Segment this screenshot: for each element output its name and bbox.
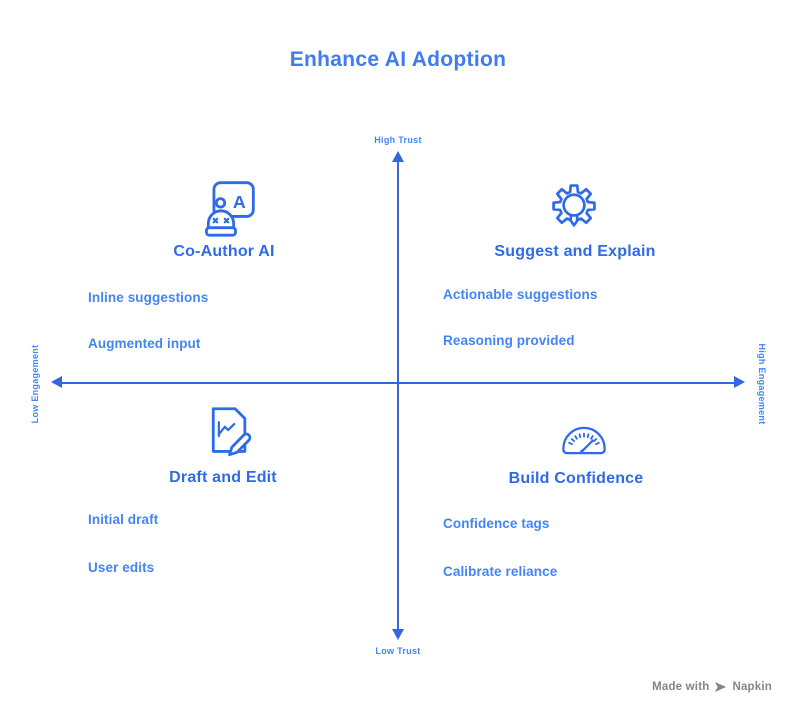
quadrant-title-build-confidence: Build Confidence (508, 470, 644, 487)
vertical-axis-line (397, 161, 399, 631)
quadrant-title-suggest-and-explain: Suggest and Explain (494, 243, 656, 260)
axis-label-low-engagement: Low Engagement (30, 344, 40, 424)
axis-arrow-up-icon (392, 151, 404, 162)
horizontal-axis-line (61, 382, 737, 384)
quadrant-item: Actionable suggestions (443, 287, 598, 302)
letter-a-glyph: A (233, 192, 246, 212)
axis-label-high-engagement: High Engagement (757, 343, 767, 425)
napkin-logo-icon (715, 682, 727, 692)
watermark-prefix: Made with (652, 681, 710, 693)
page-title: Enhance AI Adoption (289, 48, 507, 71)
axis-arrow-right-icon (734, 376, 745, 388)
quadrant-item: Initial draft (88, 512, 159, 527)
axis-label-high-trust: High Trust (374, 135, 422, 145)
axis-arrow-left-icon (51, 376, 62, 388)
quadrant-item: Inline suggestions (88, 290, 209, 305)
quadrant-item: Reasoning provided (443, 333, 575, 348)
document-pencil-icon (211, 407, 252, 457)
axis-arrow-down-icon (392, 629, 404, 640)
ai-presenter-board-icon: A (205, 181, 255, 237)
quadrant-item: Confidence tags (443, 516, 550, 531)
quadrant-title-draft-and-edit: Draft and Edit (169, 469, 277, 486)
quadrant-item: Calibrate reliance (443, 564, 558, 579)
watermark-brand: Napkin (732, 681, 772, 693)
watermark: Made with Napkin (652, 681, 772, 693)
axis-label-low-trust: Low Trust (375, 646, 421, 656)
quadrant-item: User edits (88, 560, 155, 575)
gear-lightbulb-icon (552, 184, 596, 227)
quadrant-title-co-author-ai: Co-Author AI (173, 243, 275, 260)
gauge-icon (562, 426, 606, 455)
quadrant-item: Augmented input (88, 336, 201, 351)
